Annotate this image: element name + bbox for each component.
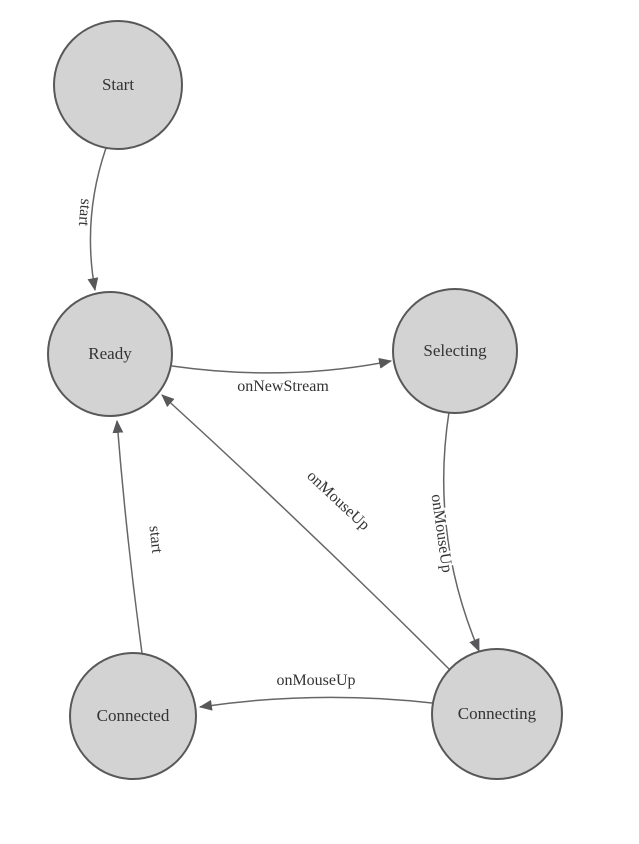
- transition-label-connecting-to-connected: onMouseUp: [276, 672, 355, 689]
- transition-edge-selecting-to-connecting: [443, 411, 480, 652]
- state-label-connecting: Connecting: [458, 704, 537, 723]
- state-circle-selecting: [392, 288, 518, 414]
- state-label-start: Start: [102, 75, 134, 94]
- state-label-selecting: Selecting: [423, 341, 487, 360]
- state-node-selecting: Selecting: [392, 288, 518, 414]
- edges-layer: start onNewStream onMouseUp onMouseUp onMous…: [73, 147, 480, 711]
- transition-edge-connected-to-ready: [112, 419, 143, 654]
- transition-label-ready-to-selecting: onNewStream: [237, 378, 329, 395]
- state-circle-connecting: [431, 648, 563, 780]
- state-circle-connected: [69, 652, 197, 780]
- state-circle-start: [53, 20, 183, 150]
- state-circle-ready: [47, 291, 173, 417]
- transition-edge-connecting-to-ready: [161, 394, 451, 671]
- transition-label-start-to-ready: start: [75, 198, 94, 227]
- transition-edge-start-to-ready: [87, 147, 107, 292]
- transition-edge-connecting-to-connected: [198, 696, 433, 711]
- state-label-connected: Connected: [97, 706, 170, 725]
- transition-label-connecting-to-ready: onMouseUp: [303, 468, 372, 534]
- state-label-ready: Ready: [88, 344, 132, 363]
- transition-label-selecting-to-connecting: onMouseUp: [428, 493, 456, 574]
- transition-edge-ready-to-selecting: [171, 358, 393, 374]
- state-node-connected: Connected: [69, 652, 197, 780]
- transition-label-connected-to-ready: start: [146, 525, 166, 555]
- state-node-ready: Ready: [47, 291, 173, 417]
- state-node-start: Start: [53, 20, 183, 150]
- state-node-connecting: Connecting: [431, 648, 563, 780]
